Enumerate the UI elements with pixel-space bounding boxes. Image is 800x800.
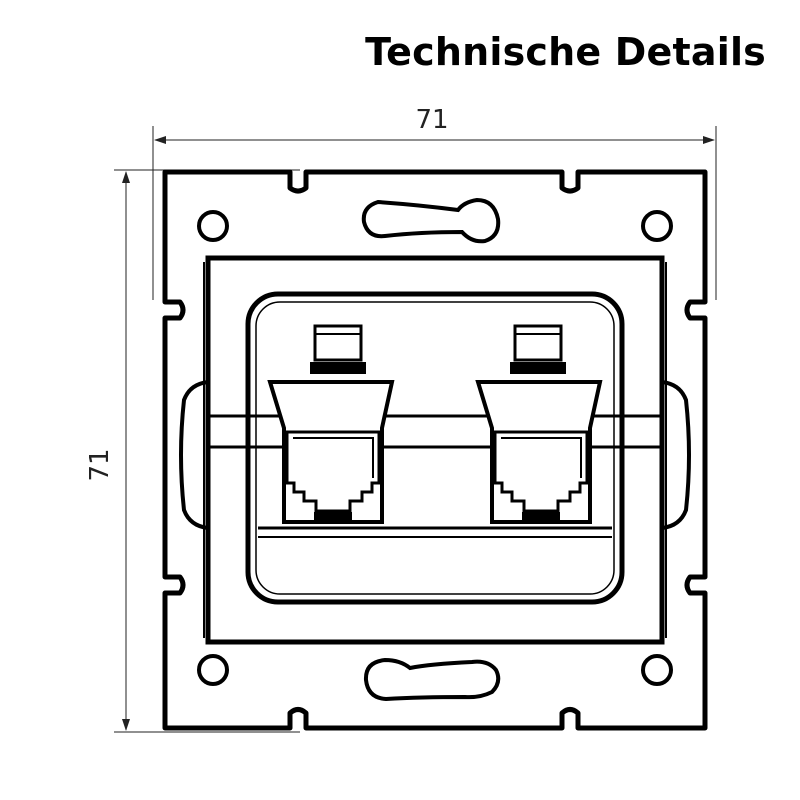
- rj45-port-left: [285, 430, 381, 513]
- screw-hole-top-right: [641, 210, 673, 242]
- height-dimension: 71: [85, 169, 300, 733]
- screw-hole-bottom-left: [197, 654, 229, 686]
- rj45-port-right: [493, 430, 589, 513]
- width-dimension: 71: [152, 105, 717, 300]
- width-label: 71: [415, 105, 448, 135]
- mounting-slot-bottom: [363, 657, 501, 702]
- screw-hole-bottom-right: [641, 654, 673, 686]
- rj45-socket-right: [475, 324, 603, 524]
- rj45-socket-left: [267, 324, 395, 524]
- side-clip-right: [661, 380, 691, 530]
- side-clip-left: [179, 380, 209, 530]
- rj45-contact-left: [314, 512, 352, 522]
- rj45-latch-left: [313, 324, 363, 362]
- mounting-slot-top: [361, 197, 501, 244]
- rj45-latch-right: [513, 324, 563, 362]
- height-label: 71: [85, 448, 115, 481]
- rj45-latch-base-right: [510, 362, 566, 374]
- rj45-contact-right: [522, 512, 560, 522]
- rj45-port-inner-left: [293, 437, 374, 478]
- screw-hole-top-left: [197, 210, 229, 242]
- page-title: Technische Details: [365, 30, 766, 74]
- rj45-latch-base-left: [310, 362, 366, 374]
- rj45-port-inner-right: [501, 437, 582, 478]
